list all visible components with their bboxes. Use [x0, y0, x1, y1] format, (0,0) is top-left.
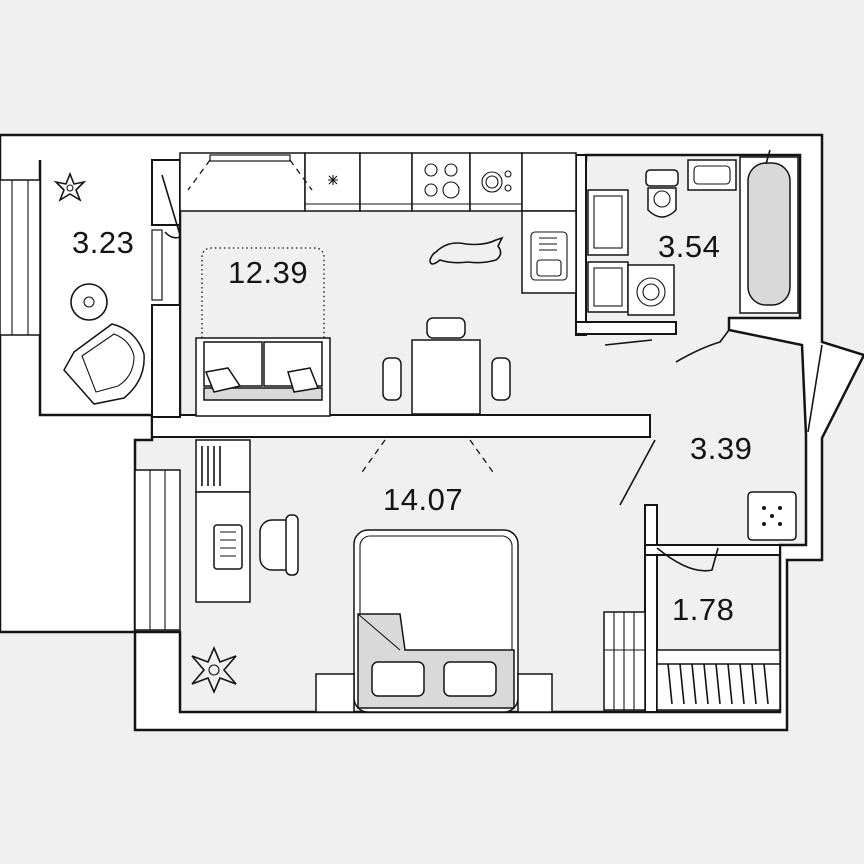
wall-balcony-kitchen: [151, 159, 181, 226]
round-table-icon: [70, 283, 108, 321]
wall-wardrobe-top: [644, 544, 781, 556]
office-chair-icon: [259, 514, 299, 576]
sofa-icon: [195, 337, 331, 417]
hallway-cabinet: [747, 491, 797, 541]
clothes-rack-icon: [656, 649, 781, 711]
desk-icon: [195, 491, 251, 603]
bedroom-door-dashes: [359, 439, 496, 476]
toilet-icon: [645, 169, 679, 218]
washbasin-icon: [687, 159, 737, 191]
wall-kitchen-bathroom: [575, 154, 587, 336]
window-balcony-door: [151, 229, 163, 301]
bathroom-fixtures: [587, 189, 629, 313]
window-bedroom: [134, 469, 181, 631]
area-bathroom: 3.54: [658, 229, 720, 264]
bathtub-icon: [739, 149, 799, 314]
area-balcony: 3.23: [72, 225, 134, 260]
area-bedroom: 14.07: [383, 482, 463, 517]
wardrobe-door-swing: [656, 547, 719, 572]
area-hallway: 3.39: [690, 431, 752, 466]
cooktop-icon: [424, 163, 460, 205]
wall-bathroom-bottom: [575, 321, 677, 335]
washing-machine-icon: [627, 264, 675, 316]
spark-icon: [328, 175, 338, 185]
plant-icon: [53, 171, 87, 202]
dining-table-icon: [382, 317, 511, 415]
kitchen-counter: [179, 152, 577, 294]
shoe-rack-icon: [201, 446, 221, 486]
dishes-icon: [481, 170, 512, 193]
area-kitchen-living: 12.39: [228, 255, 308, 290]
dog-icon: [429, 236, 504, 265]
hood-line: [209, 154, 291, 162]
bathroom-door-swing: [604, 329, 730, 363]
window-balcony: [0, 179, 41, 336]
bedroom-plant-icon: [191, 645, 237, 695]
sink-icon: [530, 231, 568, 281]
front-door-swing: [619, 344, 823, 506]
double-bed-icon: [315, 529, 553, 713]
balcony-door-swing: [161, 174, 181, 239]
armchair-icon: [63, 323, 145, 405]
bedroom-wardrobe: [603, 611, 646, 711]
bedroom-closet: [195, 439, 251, 493]
wall-kitchen-bedroom: [151, 414, 651, 438]
area-wardrobe: 1.78: [672, 592, 734, 627]
wall-balcony-kitchen-lower: [151, 304, 181, 418]
wall-bedroom-wardrobe: [644, 504, 658, 713]
